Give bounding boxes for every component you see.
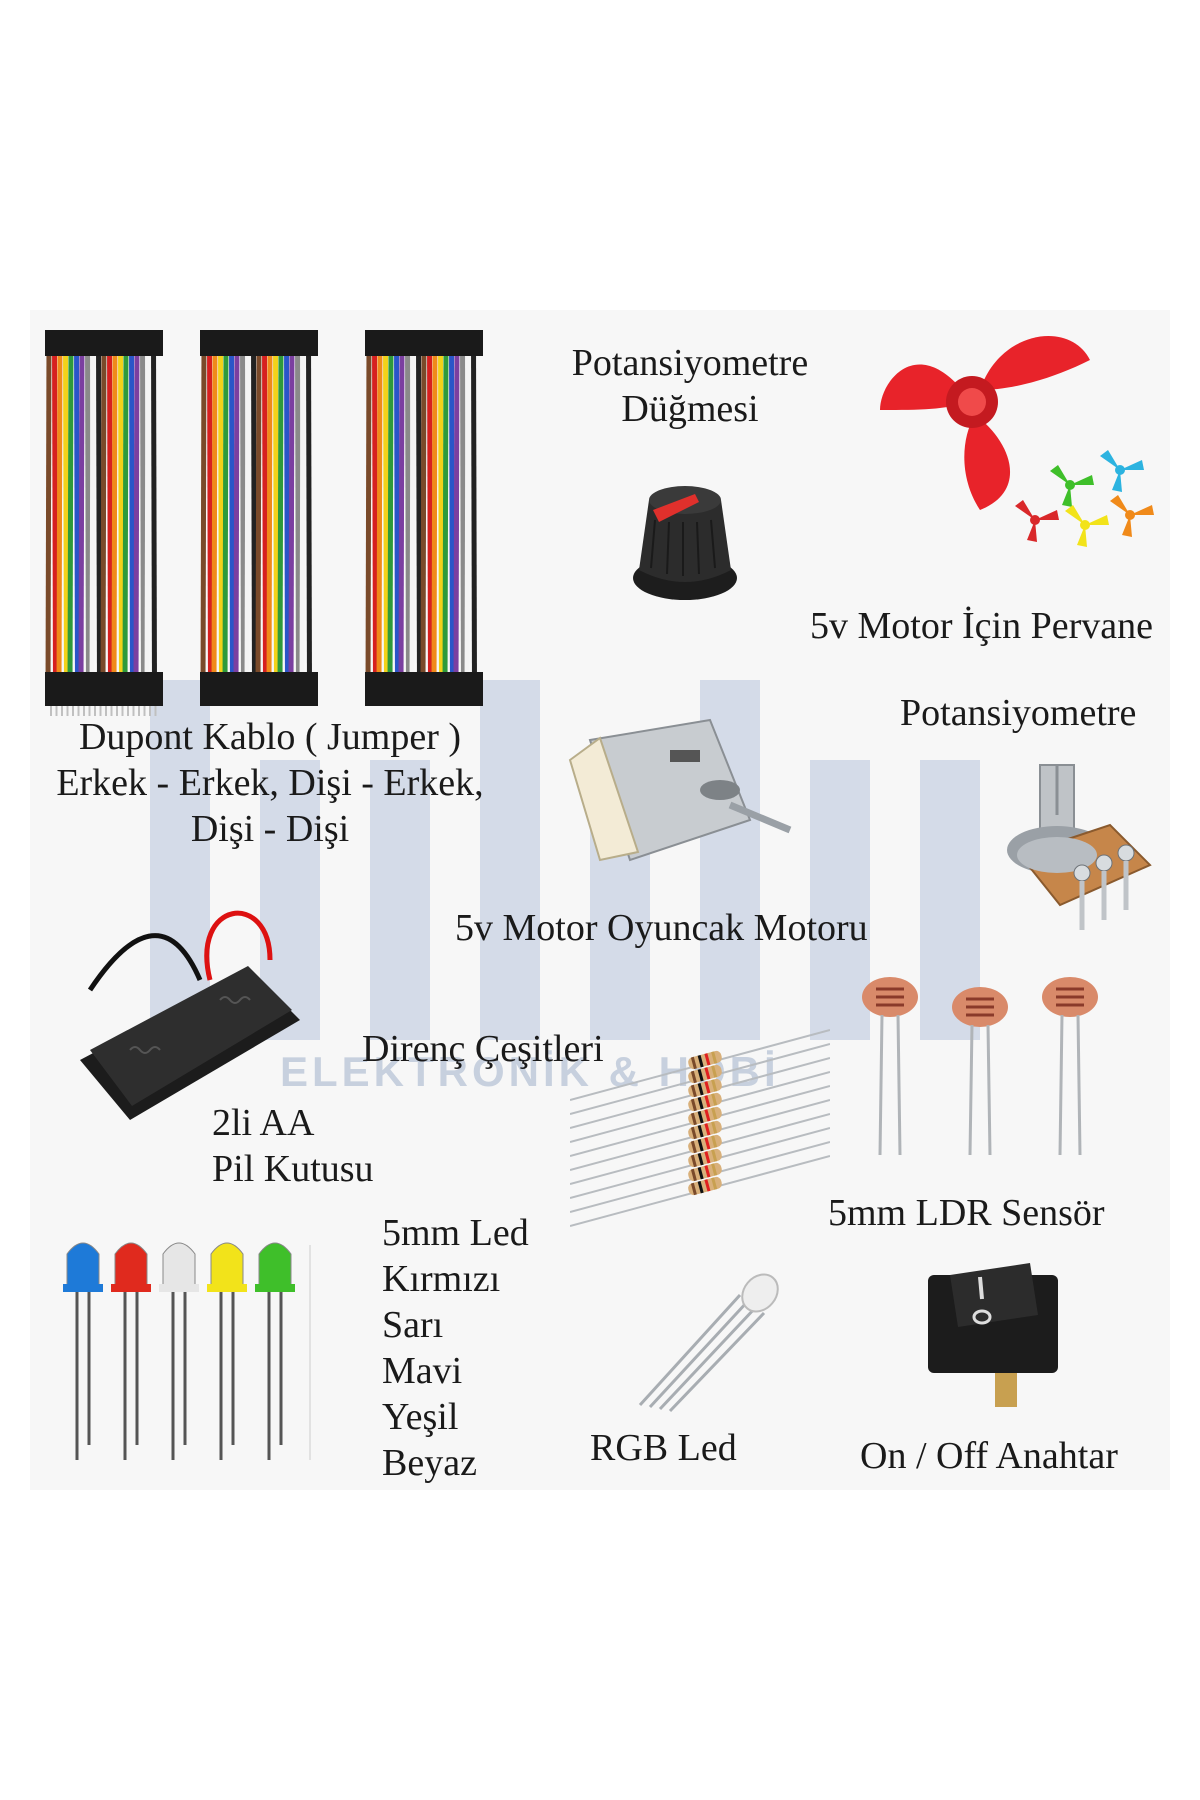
motor-label: 5v Motor Oyuncak Motoru	[455, 907, 868, 949]
led	[159, 1242, 199, 1460]
leds-image	[63, 1242, 311, 1460]
ldr-label: 5mm LDR Sensör	[828, 1192, 1105, 1234]
rgb-led-label: RGB Led	[590, 1427, 737, 1469]
dupont-label-line2: Erkek - Erkek, Dişi - Erkek,	[56, 762, 484, 804]
resistor	[570, 1127, 830, 1199]
dupont-label: Dupont Kablo ( Jumper ) Erkek - Erkek, D…	[30, 714, 510, 852]
battery-label-line1: 2li AA	[212, 1102, 315, 1144]
led-line: Yeşil	[382, 1396, 459, 1438]
rgb-led-image	[638, 1273, 779, 1413]
propeller-image	[880, 336, 1154, 547]
battery-holder-image	[80, 910, 300, 1120]
led	[207, 1242, 247, 1460]
resistor	[570, 1155, 830, 1227]
led	[255, 1242, 295, 1460]
dupont-label-line3: Dişi - Dişi	[190, 808, 350, 850]
led	[111, 1242, 151, 1460]
jumper-bundle	[200, 330, 318, 706]
led-line: Mavi	[382, 1350, 463, 1392]
resistors-label: Direnç Çeşitleri	[362, 1028, 604, 1070]
battery-label-line2: Pil Kutusu	[212, 1148, 374, 1190]
resistor	[570, 1043, 830, 1115]
led-line: Kırmızı	[382, 1258, 501, 1300]
ldr-sensors-image	[862, 977, 1098, 1156]
resistor	[570, 1113, 830, 1185]
led	[63, 1242, 103, 1460]
motor-image	[568, 718, 792, 862]
pot-knob-label: Potansiyometre Düğmesi	[540, 340, 840, 432]
led-line: Sarı	[382, 1304, 444, 1346]
led-line: Beyaz	[382, 1442, 477, 1484]
resistor	[570, 1057, 830, 1129]
resistors-image	[570, 1029, 830, 1227]
pot-knob-label-line2: Düğmesi	[621, 388, 759, 430]
pot-knob-label-line1: Potansiyometre	[571, 342, 809, 384]
potentiometer-image	[1007, 764, 1152, 930]
resistor	[570, 1029, 830, 1101]
resistor	[570, 1141, 830, 1213]
pot-knob-image	[633, 486, 737, 600]
jumper-cables-image	[45, 330, 483, 716]
switch-label: On / Off Anahtar	[860, 1435, 1118, 1477]
battery-label: 2li AA Pil Kutusu	[212, 1100, 374, 1192]
jumper-bundle	[365, 330, 483, 706]
resistor	[570, 1071, 830, 1143]
potentiometer-label: Potansiyometre	[900, 692, 1137, 734]
resistor	[570, 1099, 830, 1171]
led-colors-list: 5mm Led Kırmızı Sarı Mavi Yeşil Beyaz	[382, 1210, 529, 1486]
led-line: 5mm Led	[382, 1212, 529, 1254]
switch-image	[928, 1263, 1058, 1407]
jumper-bundle	[45, 330, 163, 716]
dupont-label-line1: Dupont Kablo ( Jumper )	[78, 716, 462, 758]
resistor	[570, 1085, 830, 1157]
propeller-label: 5v Motor İçin Pervane	[810, 605, 1153, 647]
